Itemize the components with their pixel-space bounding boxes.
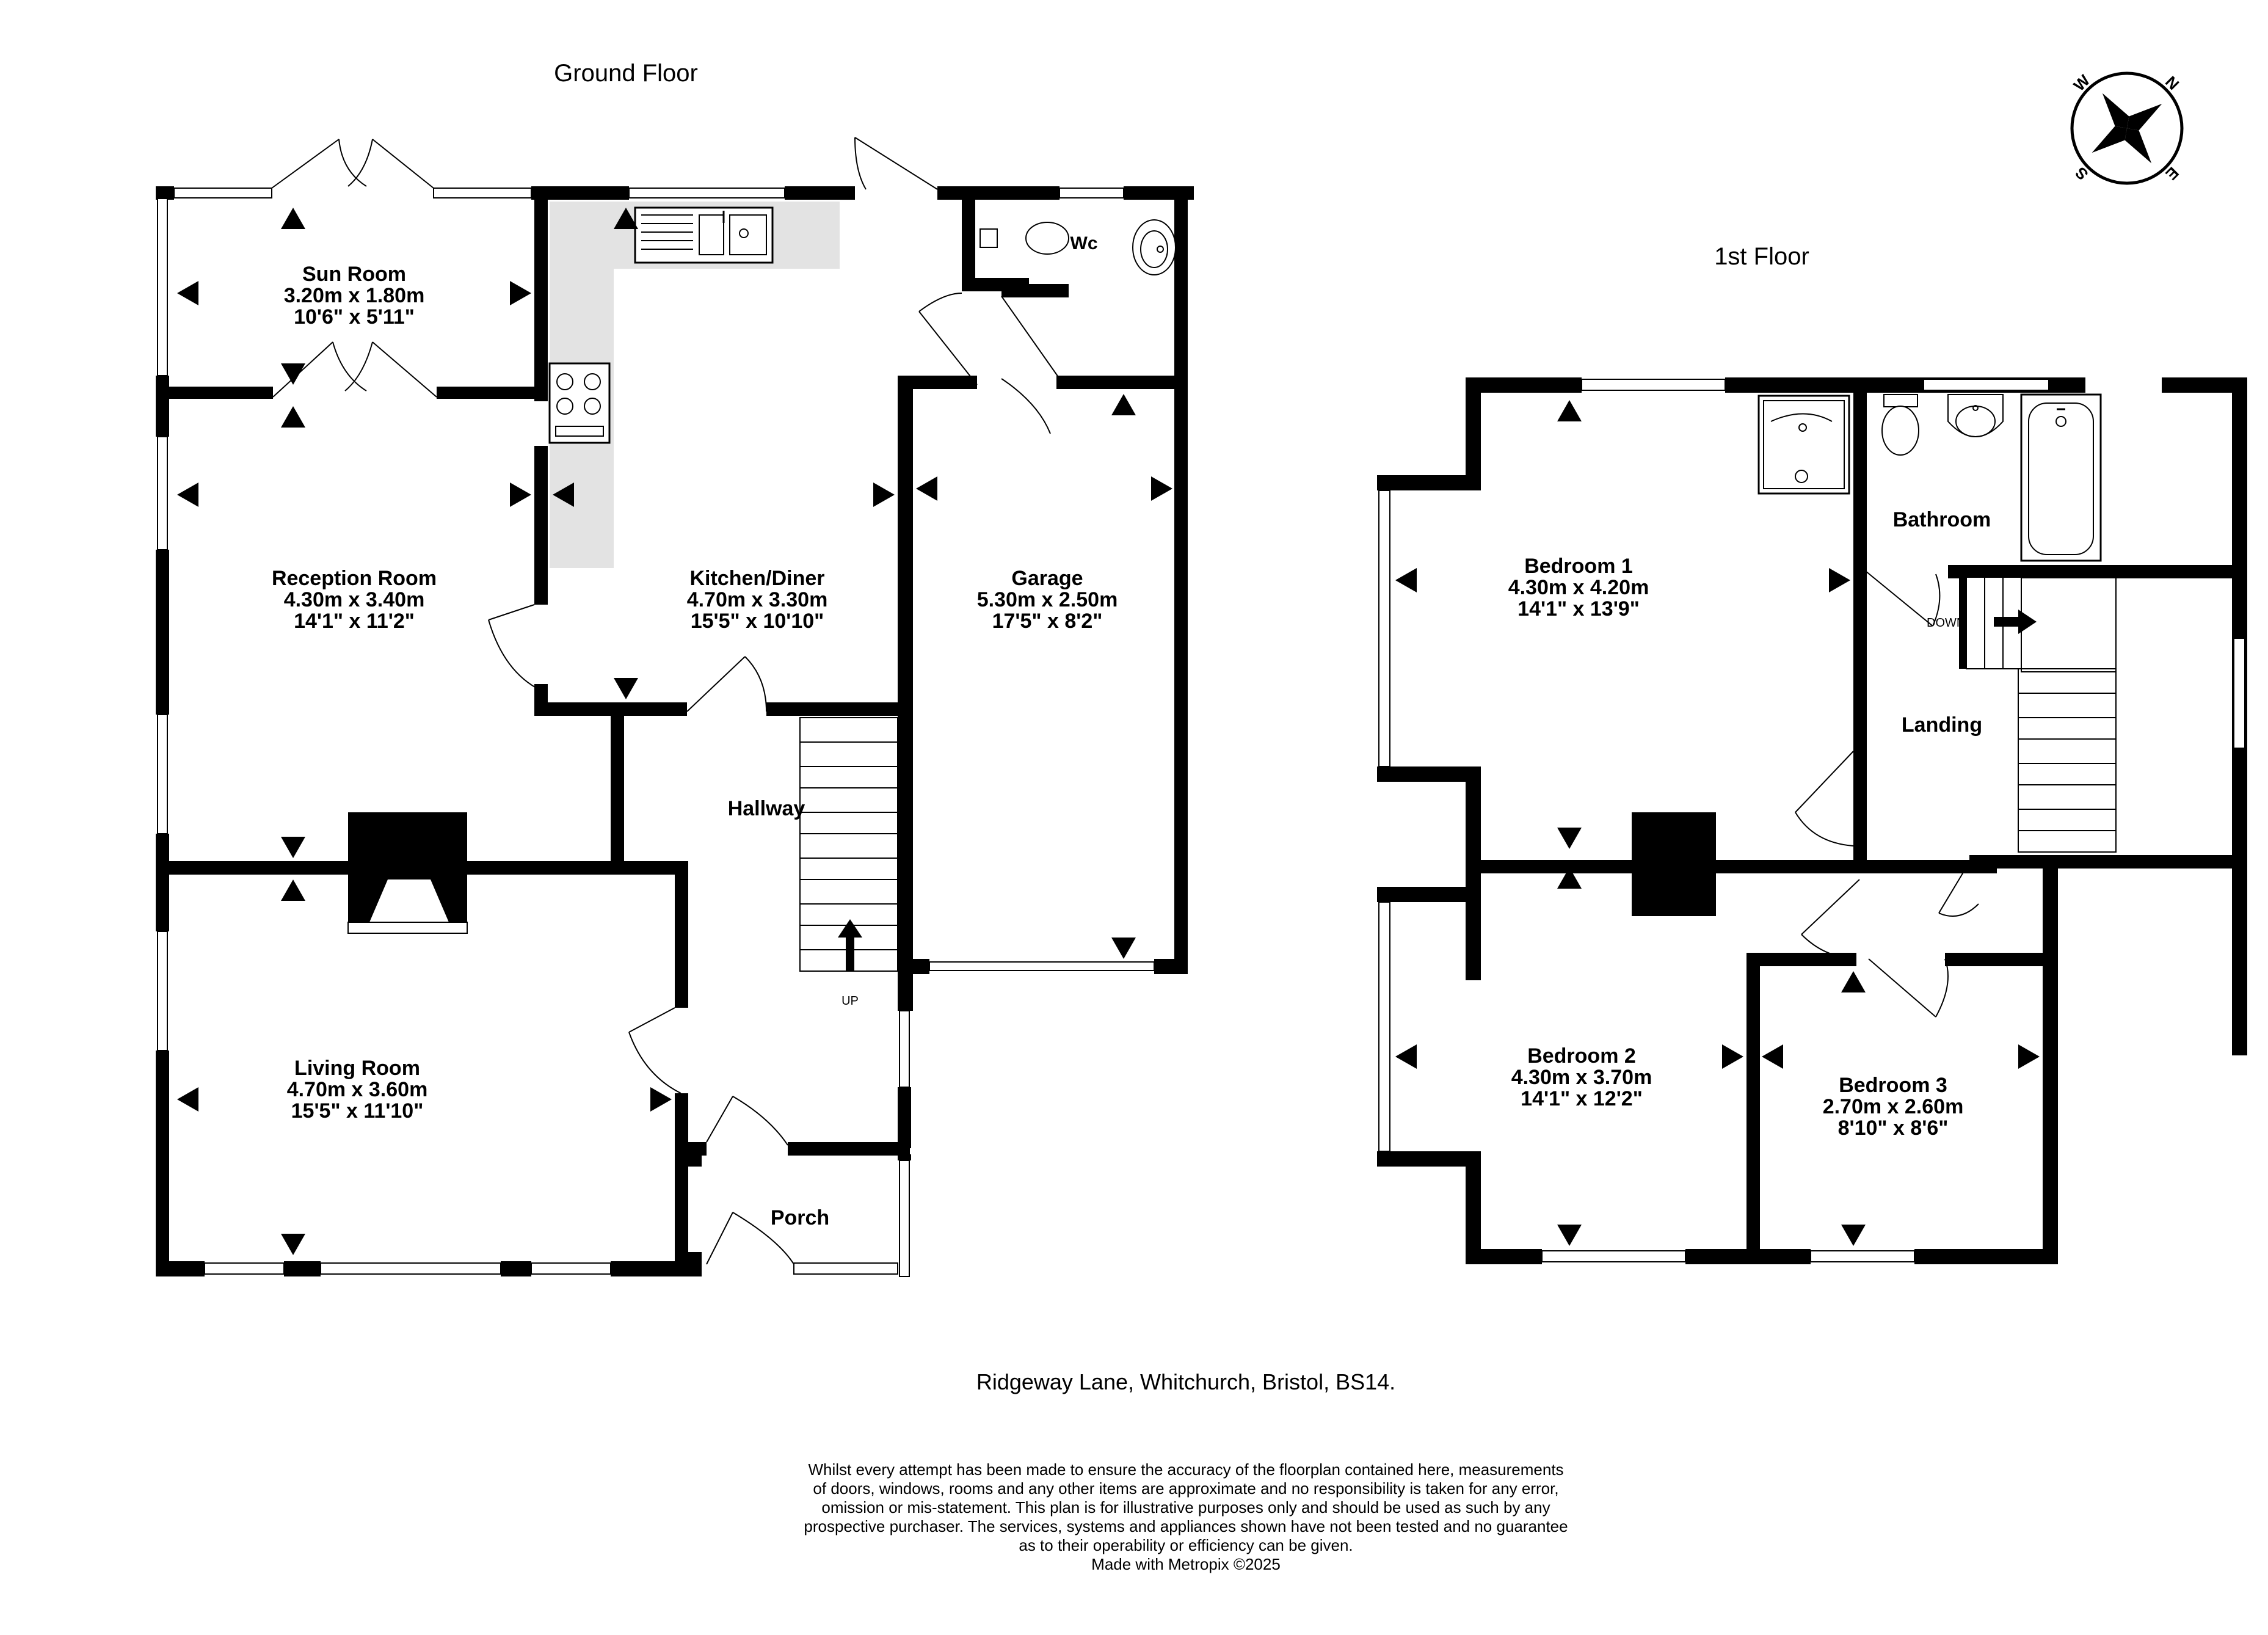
first-floor-doors (1795, 570, 1979, 1018)
property-address: Ridgeway Lane, Whitchurch, Bristol, BS14… (976, 1369, 1395, 1394)
room-name-hallway: Hallway (728, 797, 805, 820)
first-dimension-arrows (1395, 400, 2040, 1246)
room-name-kitchen-diner: Kitchen/Diner (689, 567, 824, 590)
room-metric-living-room: 4.70m x 3.60m (287, 1078, 428, 1101)
stairs-up-label: UP (841, 994, 859, 1008)
room-imperial-bedroom-2: 14'1" x 12'2" (1521, 1087, 1643, 1110)
room-metric-bedroom-2: 4.30m x 3.70m (1511, 1066, 1652, 1089)
wc-fixtures (980, 219, 1176, 275)
first-room-labels: Bedroom 1 4.30m x 4.20m 14'1" x 13'9" Ba… (1508, 508, 1991, 1140)
disclaimer-line-4: prospective purchaser. The services, sys… (804, 1517, 1568, 1535)
ground-floor-walls (156, 186, 1194, 1276)
first-floor-windows (1378, 379, 2245, 1262)
room-imperial-bedroom-1: 14'1" x 13'9" (1517, 597, 1640, 621)
disclaimer-line-5: as to their operability or efficiency ca… (1019, 1536, 1353, 1554)
room-name-sun-room: Sun Room (302, 263, 406, 286)
room-imperial-living-room: 15'5" x 11'10" (291, 1099, 424, 1123)
first-floor-title: 1st Floor (1714, 243, 1809, 270)
sink-icon (634, 206, 774, 264)
first-floor-stairs: DOWN (1927, 574, 2117, 853)
room-imperial-bedroom-3: 8'10" x 8'6" (1838, 1116, 1949, 1140)
disclaimer-line-1: Whilst every attempt has been made to en… (808, 1460, 1563, 1479)
room-name-porch: Porch (771, 1206, 829, 1229)
ground-floor-doors (271, 137, 1060, 1265)
bathroom-fixtures (1757, 393, 2102, 562)
stairs-down-label: DOWN (1927, 616, 1965, 630)
room-name-wc: Wc (1070, 233, 1098, 253)
ground-room-labels: Sun Room 3.20m x 1.80m 10'6" x 5'11" Rec… (272, 233, 1118, 1229)
ground-floor-title: Ground Floor (554, 60, 698, 87)
disclaimer-line-3: omission or mis-statement. This plan is … (821, 1498, 1550, 1517)
room-imperial-garage: 17'5" x 8'2" (992, 610, 1103, 633)
room-name-landing: Landing (1902, 713, 1982, 737)
compass-icon: N E S W (2070, 71, 2184, 185)
room-name-bedroom-2: Bedroom 2 (1527, 1044, 1636, 1068)
disclaimer-line-6: Made with Metropix ©2025 (1091, 1555, 1281, 1573)
ground-floor: Ground Floor (156, 60, 1194, 1277)
room-metric-kitchen-diner: 4.70m x 3.30m (687, 588, 828, 611)
room-metric-bedroom-1: 4.30m x 4.20m (1508, 576, 1649, 599)
room-name-garage: Garage (1011, 567, 1083, 590)
room-imperial-sun-room: 10'6" x 5'11" (294, 305, 415, 329)
room-metric-reception-room: 4.30m x 3.40m (284, 588, 425, 611)
room-name-living-room: Living Room (294, 1057, 420, 1080)
room-imperial-reception-room: 14'1" x 11'2" (294, 610, 415, 633)
footer: Ridgeway Lane, Whitchurch, Bristol, BS14… (804, 1369, 1568, 1573)
disclaimer-line-2: of doors, windows, rooms and any other i… (813, 1479, 1558, 1498)
room-imperial-kitchen-diner: 15'5" x 10'10" (691, 610, 824, 633)
room-name-reception-room: Reception Room (272, 567, 437, 590)
room-metric-bedroom-3: 2.70m x 2.60m (1823, 1095, 1964, 1118)
room-name-bedroom-1: Bedroom 1 (1524, 555, 1633, 578)
room-metric-sun-room: 3.20m x 1.80m (284, 284, 425, 307)
first-floor: 1st Floor (1377, 243, 2247, 1264)
hob-icon (548, 362, 611, 444)
room-name-bedroom-3: Bedroom 3 (1839, 1074, 1947, 1097)
ground-dimension-arrows (177, 208, 1172, 1255)
room-metric-garage: 5.30m x 2.50m (977, 588, 1118, 611)
room-name-bathroom: Bathroom (1893, 508, 1991, 531)
first-floor-walls (1377, 377, 2247, 1264)
ground-stairs: UP (799, 717, 898, 1008)
ground-floor-windows (157, 188, 1155, 1277)
